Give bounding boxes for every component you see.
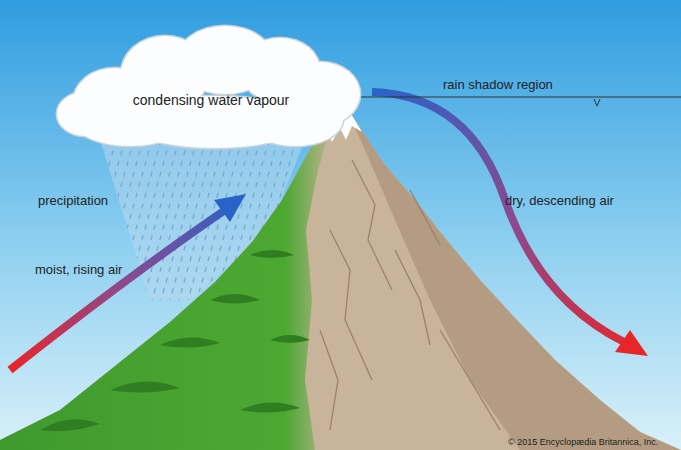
vegetation-patches [40,250,310,431]
airflow-label: dry, descending air [505,193,614,208]
cloud-puff [57,92,113,136]
copyright-watermark: © 2015 Encyclopædia Britannica, Inc. [508,437,658,447]
rain-dash [161,140,206,300]
dry-air-arrow [372,92,624,342]
rain-dash [152,140,197,300]
mountain-shade [342,100,681,450]
moist-air-arrow [10,208,228,370]
rain-shadow-leader [342,97,681,102]
moist-air-arrowhead [214,194,246,222]
rain-dash [143,140,188,300]
windward-vegetation [0,110,336,450]
rain-dash [134,140,179,300]
cloud-label: condensing water vapour [133,92,289,108]
leader-tick [594,99,600,106]
cloud-outline [55,22,367,150]
mountain-rock [0,100,681,450]
airflow-label: moist, rising air [35,262,122,277]
dry-air-arrowhead [615,330,648,356]
process-label: precipitation [38,193,108,208]
region-label: rain shadow region [443,77,553,92]
rock-lines [320,160,500,430]
cloud-shape: condensing water vapour [55,22,367,150]
